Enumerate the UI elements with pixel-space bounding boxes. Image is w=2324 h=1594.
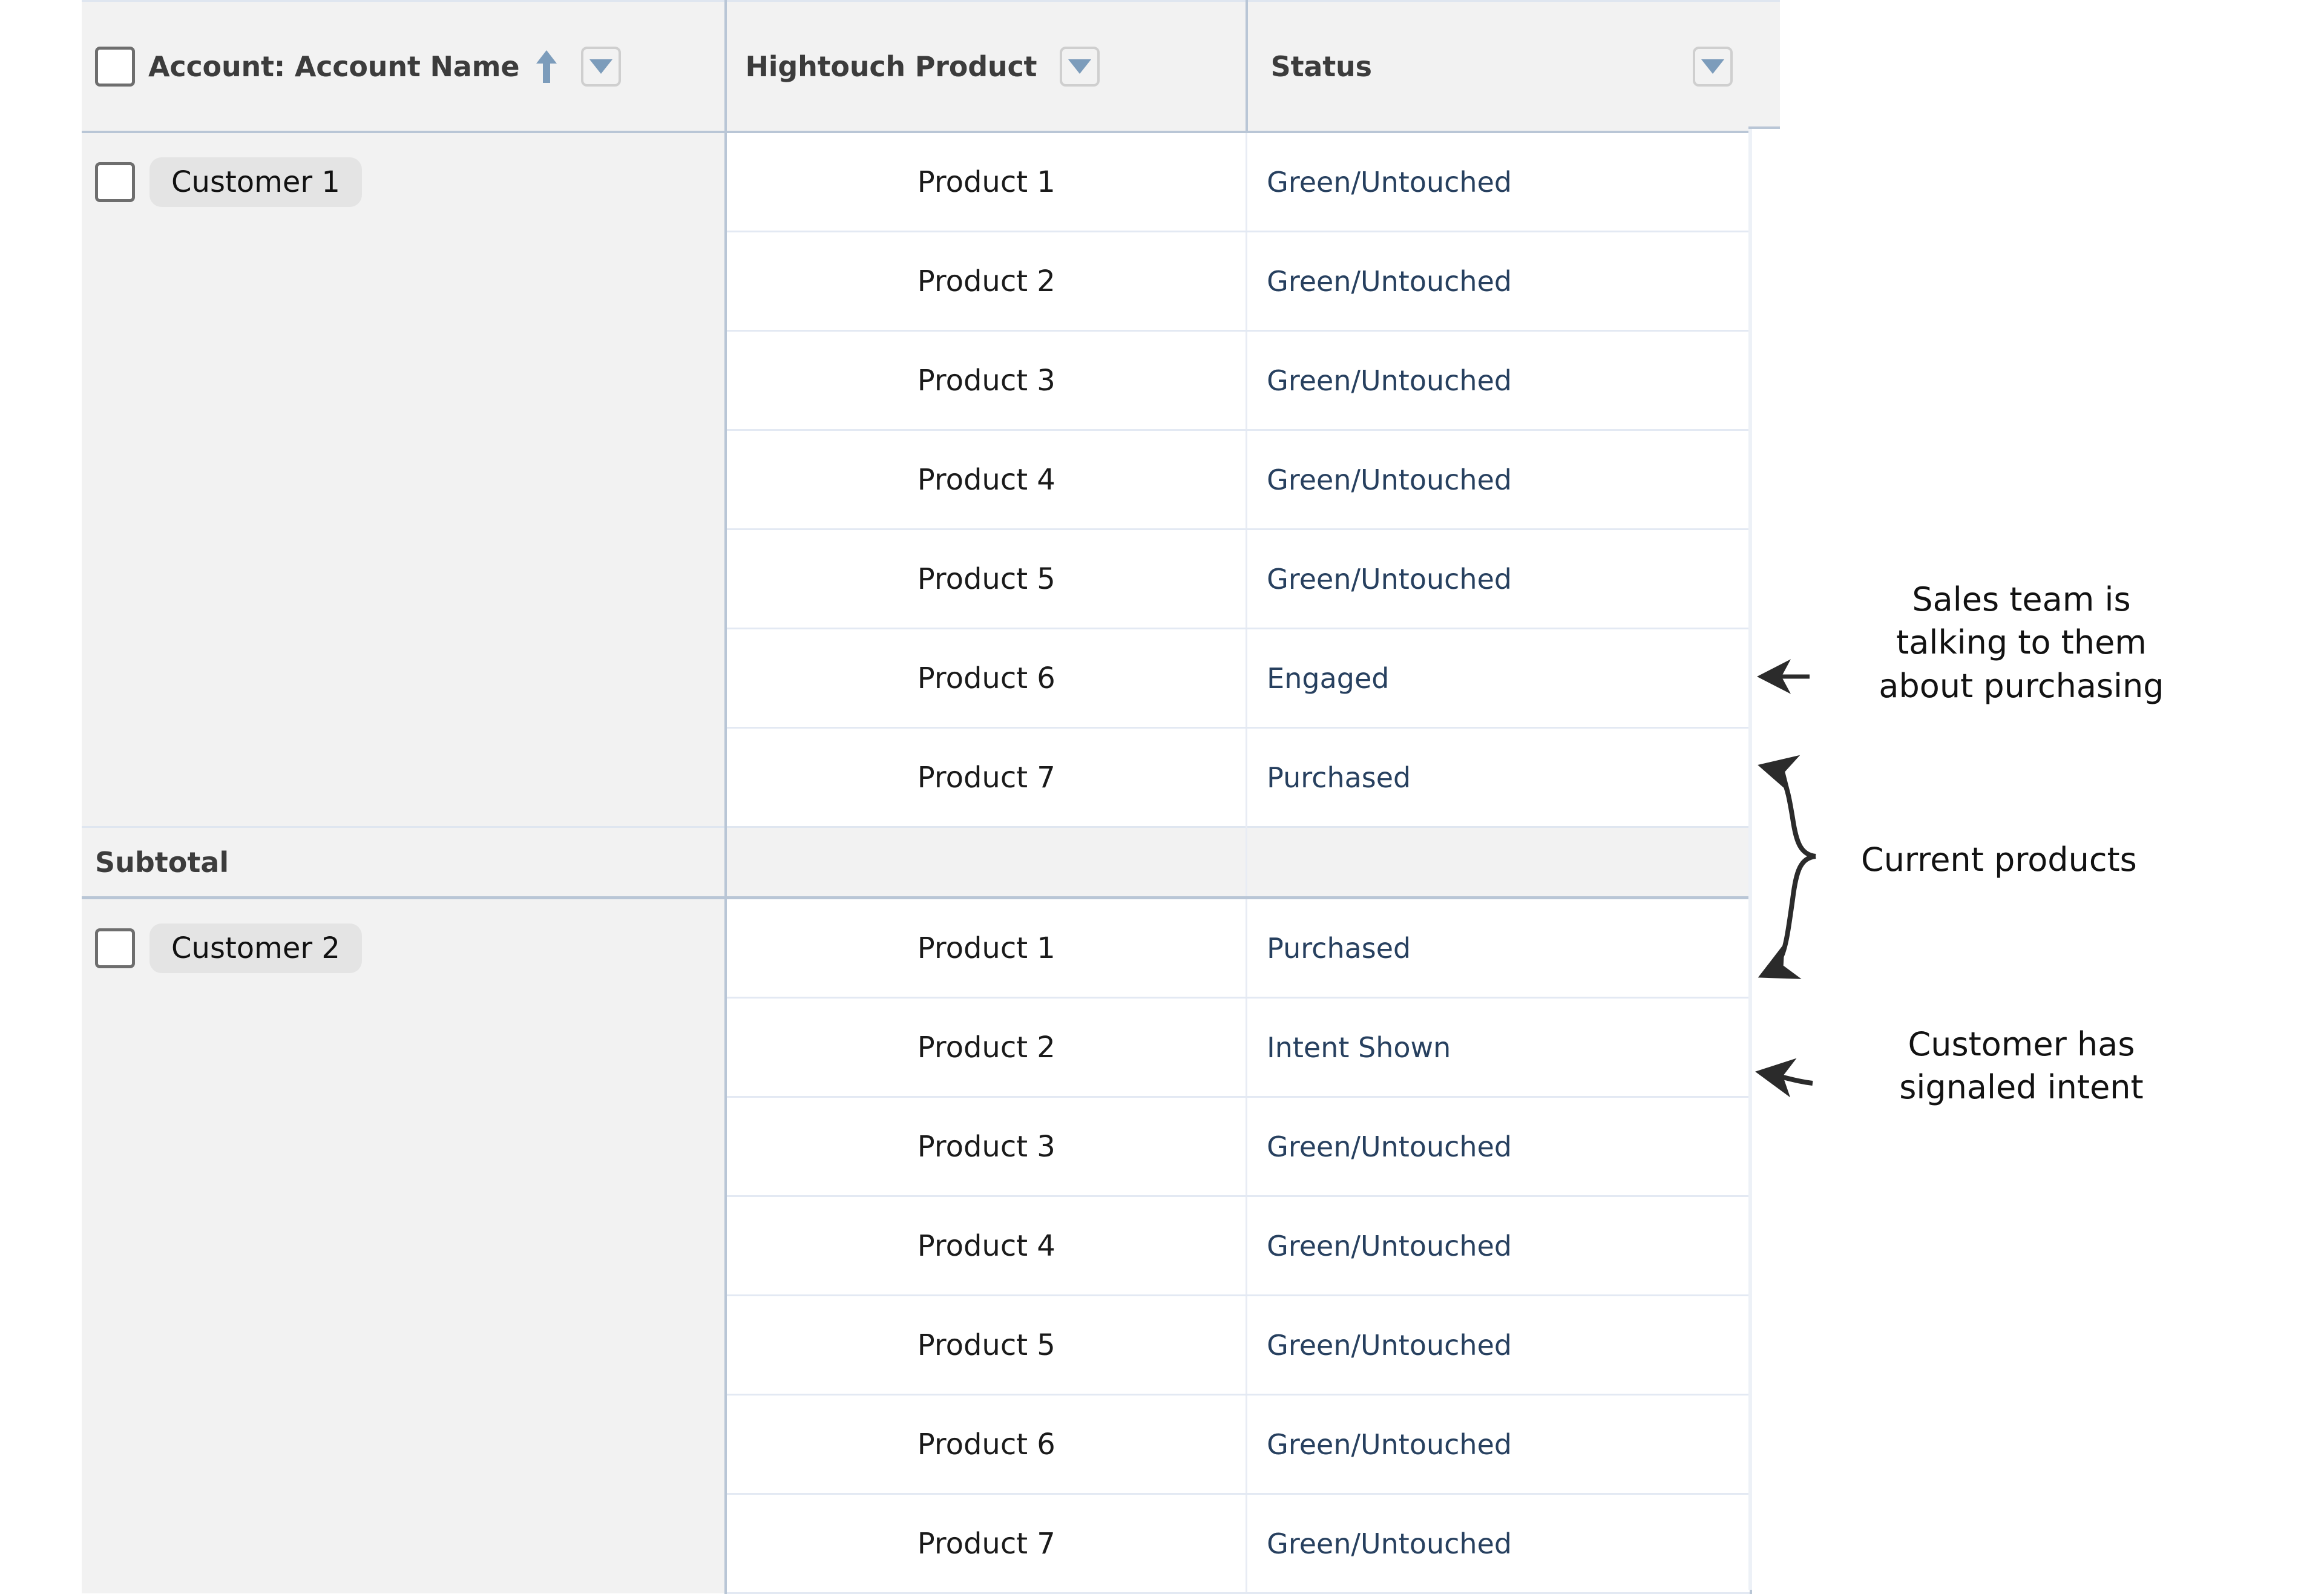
annotation-sales-team: Sales team is talking to them about purc…	[1879, 580, 2164, 705]
account-group-cell-2[interactable]: Customer 2	[82, 897, 727, 1593]
table-row[interactable]: Product 7 Green/Untouched	[82, 1494, 1753, 1594]
select-all-checkbox[interactable]	[95, 46, 135, 87]
brace-to-current-products	[1758, 755, 1816, 979]
annotation-current-products: Current products	[1861, 841, 2137, 879]
status-filter-dropdown-button[interactable]	[1693, 46, 1733, 87]
account-filter-dropdown-button[interactable]	[581, 46, 622, 87]
column-header-status[interactable]: Status	[1246, 0, 1753, 133]
table-row[interactable]: Product 3 Green/Untouched	[82, 330, 1753, 431]
row-select-checkbox[interactable]	[95, 162, 135, 203]
status-cell[interactable]: Green/Untouched	[1246, 132, 1753, 232]
sort-ascending-arrow-icon[interactable]	[536, 50, 557, 83]
product-cell: Product 2	[726, 231, 1248, 332]
status-cell[interactable]: Green/Untouched	[1246, 231, 1753, 332]
status-cell[interactable]: Green/Untouched	[1246, 1494, 1753, 1594]
account-name-chip[interactable]: Customer 2	[149, 923, 362, 974]
table-row[interactable]: Product 4 Green/Untouched	[82, 1196, 1753, 1296]
arrow-to-intent-shown	[1755, 1058, 1813, 1098]
table-row[interactable]: Product 3 Green/Untouched	[82, 1097, 1753, 1197]
column-header-product[interactable]: Hightouch Product	[726, 0, 1248, 133]
status-cell[interactable]: Green/Untouched	[1246, 1394, 1753, 1495]
product-cell: Product 5	[726, 529, 1248, 629]
chevron-down-icon	[589, 59, 613, 74]
status-cell[interactable]: Green/Untouched	[1246, 1196, 1753, 1296]
table-row[interactable]: Product 7 Purchased	[82, 727, 1753, 827]
product-cell: Product 1	[726, 132, 1248, 232]
account-product-status-table: Account: Account Name Hightouch Product	[82, 0, 1753, 1594]
annotation-signaled-intent: Customer has signaled intent	[1899, 1025, 2144, 1107]
table-row[interactable]: Product 5 Green/Untouched	[82, 529, 1753, 629]
product-cell: Product 1	[726, 897, 1248, 999]
table-body: Customer 1 Product 1 Green/Untouched Pro…	[82, 132, 1753, 1594]
table-right-edge-stripe	[1748, 129, 1752, 1590]
status-cell[interactable]: Green/Untouched	[1246, 330, 1753, 431]
column-header-status-label: Status	[1270, 50, 1372, 83]
subtotal-row: Subtotal	[82, 826, 1753, 899]
column-header-account-label: Account: Account Name	[148, 50, 520, 83]
header-row: Account: Account Name Hightouch Product	[82, 0, 1753, 133]
table-row[interactable]: Customer 2 Product 1 Purchased	[82, 897, 1753, 1593]
status-cell[interactable]: Green/Untouched	[1246, 1097, 1753, 1197]
account-name-chip[interactable]: Customer 1	[149, 157, 362, 208]
table-header: Account: Account Name Hightouch Product	[82, 0, 1753, 133]
table-row[interactable]: Product 2 Green/Untouched	[82, 231, 1753, 332]
product-cell: Product 6	[726, 628, 1248, 729]
column-header-account[interactable]: Account: Account Name	[82, 0, 727, 133]
subtotal-product-cell	[726, 826, 1248, 899]
status-cell[interactable]: Intent Shown	[1246, 997, 1753, 1098]
subtotal-label: Subtotal	[82, 826, 727, 899]
table-row[interactable]: Product 6 Engaged	[82, 628, 1753, 729]
chevron-down-icon	[1068, 59, 1092, 74]
product-cell: Product 4	[726, 1196, 1248, 1296]
status-cell[interactable]: Green/Untouched	[1246, 430, 1753, 530]
status-cell[interactable]: Green/Untouched	[1246, 529, 1753, 629]
table-row[interactable]: Customer 1 Product 1 Green/Untouched	[82, 132, 1753, 827]
status-cell[interactable]: Purchased	[1246, 897, 1753, 999]
product-filter-dropdown-button[interactable]	[1060, 46, 1100, 87]
product-cell: Product 7	[726, 727, 1248, 827]
product-cell: Product 4	[726, 430, 1248, 530]
account-group-cell-1[interactable]: Customer 1	[82, 132, 727, 827]
chevron-down-icon	[1701, 59, 1724, 74]
table-row[interactable]: Product 4 Green/Untouched	[82, 430, 1753, 530]
table-row[interactable]: Product 6 Green/Untouched	[82, 1394, 1753, 1495]
table-right-edge-header	[1748, 0, 1780, 129]
table-row[interactable]: Product 2 Intent Shown	[82, 997, 1753, 1098]
status-cell[interactable]: Purchased	[1246, 727, 1753, 827]
status-cell[interactable]: Engaged	[1246, 628, 1753, 729]
status-cell[interactable]: Green/Untouched	[1246, 1295, 1753, 1396]
product-cell: Product 7	[726, 1494, 1248, 1594]
row-select-checkbox[interactable]	[95, 928, 135, 969]
product-cell: Product 6	[726, 1394, 1248, 1495]
subtotal-status-cell	[1246, 826, 1753, 899]
product-cell: Product 2	[726, 997, 1248, 1098]
table-row[interactable]: Product 5 Green/Untouched	[82, 1295, 1753, 1396]
column-header-product-label: Hightouch Product	[745, 50, 1037, 83]
product-cell: Product 5	[726, 1295, 1248, 1396]
product-cell: Product 3	[726, 1097, 1248, 1197]
product-cell: Product 3	[726, 330, 1248, 431]
